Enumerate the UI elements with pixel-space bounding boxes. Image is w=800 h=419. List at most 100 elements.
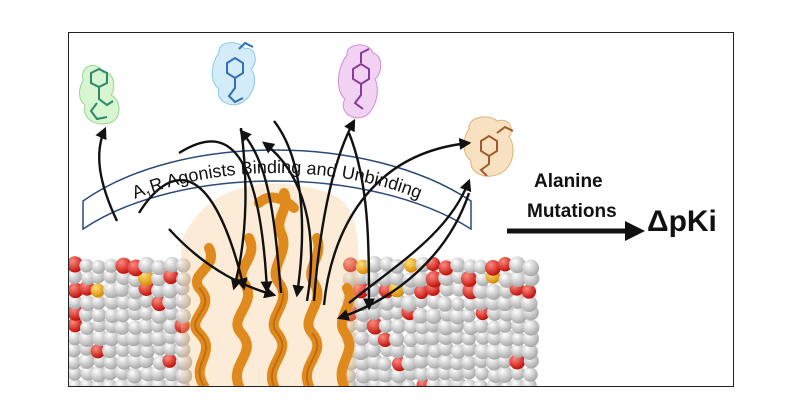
ligand-orange [463, 116, 514, 177]
lipid-atom [69, 330, 82, 346]
lipid-atom [151, 270, 167, 287]
lipid-atom [522, 259, 540, 277]
lipid-atom [520, 295, 538, 313]
lipid-atom [437, 318, 455, 336]
lipid-atom [354, 330, 370, 346]
lipid-atom [475, 329, 492, 345]
lipid-atom [175, 367, 193, 384]
oxygen-atom [343, 257, 358, 273]
lipid-atom [496, 342, 514, 359]
lipid-atom [175, 308, 191, 324]
lipid-atom [161, 282, 178, 299]
lipid-atom [366, 255, 383, 273]
oxygen-atom [509, 353, 526, 370]
lipid-atom [473, 379, 488, 386]
lipid-atom [115, 342, 130, 357]
lipid-atom [176, 271, 191, 287]
lipid-atom [162, 317, 180, 335]
lipid-atom [415, 341, 432, 358]
lipid-atom [472, 282, 490, 300]
lipid-atom [151, 283, 167, 298]
oxygen-atom [163, 268, 179, 285]
lipid-atom [103, 329, 120, 347]
lipid-atom [400, 294, 418, 312]
lipid-atom [377, 270, 394, 287]
lipid-atom [474, 366, 490, 381]
oxygen-atom [69, 256, 83, 273]
phosphorus-atom [403, 257, 419, 273]
lipid-atom [403, 332, 418, 347]
lipid-atom [115, 308, 130, 323]
alanine-label: Alanine [534, 171, 603, 192]
lipid-atom [91, 307, 107, 323]
lipid-atom [461, 355, 476, 370]
lipid-atom [523, 367, 538, 382]
lipid-atom [139, 305, 155, 321]
lipid-atom [104, 307, 120, 324]
lipid-atom [173, 330, 190, 347]
lipid-atom [425, 307, 442, 324]
ligand-blue [211, 41, 256, 106]
lipid-atom [522, 319, 540, 336]
lipid-atom [379, 296, 395, 311]
lipid-atom [151, 259, 167, 276]
oxygen-atom [366, 317, 384, 335]
oxygen-atom [69, 317, 83, 333]
lipid-atom [78, 330, 96, 348]
phosphorus-atom [138, 269, 155, 287]
lipid-atom [412, 271, 429, 288]
lipid-atom [404, 319, 419, 334]
lipid-atom [150, 329, 168, 347]
lipid-atom [378, 318, 394, 334]
lipid-atom [90, 366, 107, 383]
lipid-atom [69, 295, 83, 310]
lipid-atom [389, 270, 405, 286]
lipid-atom [425, 366, 441, 381]
lipid-atom [79, 378, 95, 386]
lipid-atom [127, 296, 142, 311]
lipid-atom [69, 268, 83, 284]
lipid-atom [151, 307, 168, 324]
lipid-atom [103, 355, 118, 370]
lipid-atom [79, 258, 94, 273]
lipid-atom [485, 283, 502, 300]
ligand-green [79, 65, 120, 125]
binding-arrows [95, 118, 472, 321]
lipid-atom [403, 344, 418, 359]
lipid-atom [449, 329, 465, 345]
lipid-atom [128, 320, 143, 335]
lipid-atom [461, 331, 476, 346]
lipid-atom [104, 258, 119, 273]
lipid-atom [138, 318, 154, 334]
lipid-membrane [69, 255, 540, 386]
lipid-atom [473, 318, 489, 334]
oxygen-atom [90, 343, 106, 359]
lipid-atom [438, 353, 455, 370]
oxygen-atom [426, 256, 441, 272]
lipid-atom [91, 259, 106, 274]
lipid-atom [164, 305, 179, 321]
lipid-atom [438, 377, 454, 386]
lipid-atom [497, 318, 512, 333]
lipid-atom [377, 356, 392, 372]
lipid-atom [424, 328, 441, 346]
lipid-atom [138, 256, 156, 274]
receptor-protein [181, 183, 359, 386]
lipid-atom [352, 343, 369, 361]
lipid-atom [509, 270, 527, 288]
lipid-atom [116, 269, 132, 285]
lipid-atom [496, 294, 513, 312]
lipid-atom [78, 352, 95, 369]
mutations-label: Mutations [527, 201, 617, 222]
lipid-atom [140, 343, 155, 359]
lipid-atom [91, 295, 106, 310]
lipid-atom [496, 366, 514, 383]
lipid-atom [412, 307, 429, 324]
lipid-atom [508, 256, 526, 274]
lipid-atom [510, 365, 526, 381]
lipid-atom [487, 330, 503, 346]
scene-illustration: A1R Agonists Binding and Unbinding [69, 41, 645, 386]
lipid-atom [449, 355, 465, 371]
oxygen-atom [438, 260, 454, 276]
lipid-atom [162, 294, 178, 310]
